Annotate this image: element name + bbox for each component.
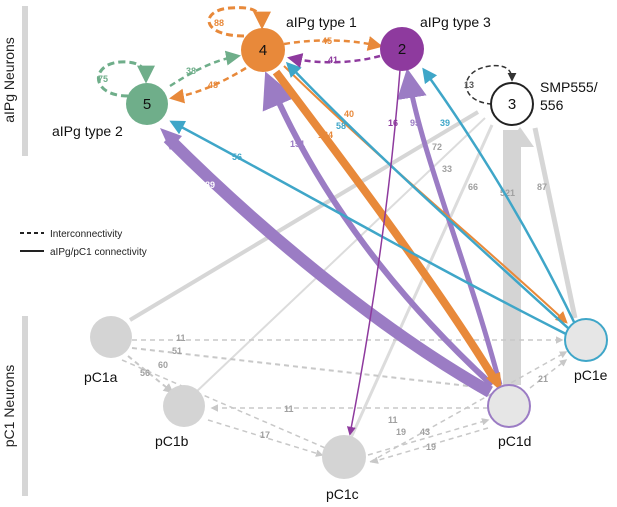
edge-pc1b-smp	[194, 117, 486, 394]
edge-pc1c-pc1e	[369, 351, 568, 463]
edge-label-d19b: 19	[426, 442, 436, 452]
edge-label-self-smp: 13	[464, 80, 474, 90]
edge-pc1a-pc1c	[121, 359, 332, 452]
edge-label-d43: 43	[420, 427, 430, 437]
self-loop-apg2	[96, 60, 155, 98]
edge-label-d11b: 11	[284, 404, 294, 414]
edge-label-self-apg1: 88	[214, 18, 224, 28]
edge-label-d11c: 11	[388, 415, 398, 425]
node-apg3-label: aIPg type 3	[420, 14, 491, 30]
pc1-group-label: pC1 Neurons	[1, 365, 17, 448]
self-loop-smp	[465, 64, 517, 105]
edge-pc1a-smp	[128, 110, 480, 322]
edge-label-pc1e-apg3: 39	[440, 118, 450, 128]
edge-apg2-apg1	[169, 50, 241, 88]
edge-label-pc1d-apg3: 95	[410, 118, 420, 128]
edge-apg1-apg2	[169, 66, 247, 104]
node-apg1-num: 4	[259, 42, 267, 59]
edge-pc1d-apg3	[396, 68, 503, 386]
edge-label-apg3-pc1c: 16	[388, 118, 398, 128]
edge-label-pc1e-apg2: 56	[232, 152, 242, 162]
edge-label-d56: 56	[140, 368, 150, 378]
edge-pc1d-apg2	[163, 133, 493, 398]
edge-pc1b-pc1c	[207, 419, 324, 457]
node-pc1b	[163, 385, 205, 427]
edge-apg1-apg3	[283, 36, 383, 51]
edge-pc1d-apg1	[262, 71, 495, 388]
pc1-group-bar	[22, 316, 28, 496]
legend-conn-label: aIPg/pC1 connectivity	[50, 247, 147, 258]
node-pc1e	[564, 318, 608, 362]
edge-label-apg1-apg2: 48	[208, 80, 218, 90]
edge-label-apg1-apg3: 45	[322, 36, 332, 46]
edge-pc1e-apg3	[422, 67, 576, 323]
edge-label-g521: 521	[500, 188, 515, 198]
node-apg3-num: 2	[398, 41, 406, 58]
edge-pc1a-pc1b	[127, 355, 174, 394]
edge-label-g33: 33	[442, 164, 452, 174]
edge-pc1d-apg2-head	[160, 128, 182, 150]
edge-label-g72: 72	[432, 142, 442, 152]
node-pc1d	[487, 384, 531, 428]
node-smp-label-line2: 556	[540, 97, 564, 113]
node-smp-label-line1: SMP555/	[540, 79, 598, 95]
edge-apg3-pc1c	[346, 69, 401, 436]
edge-pc1c-smp	[348, 124, 494, 441]
edge-label-d19a: 19	[396, 427, 406, 437]
edge-label-pc1e-apg1: 58	[336, 121, 346, 131]
edge-label-self-apg2: 75	[98, 74, 108, 84]
edge-label-pc1d-apg2: 289	[200, 180, 215, 190]
edge-apg1-pc1e	[283, 65, 568, 324]
node-pc1e-label: pC1e	[574, 367, 608, 383]
node-pc1c-label: pC1c	[326, 486, 359, 502]
apg-group-bar	[22, 6, 28, 156]
node-apg2-num: 5	[143, 96, 151, 113]
edge-pc1e-apg2	[169, 120, 567, 336]
apg-group-label: aIPg Neurons	[1, 37, 17, 123]
edge-pc1d-smp-head	[506, 127, 534, 147]
legend-inter-label: Interconnectivity	[50, 229, 122, 240]
node-pc1d-label: pC1d	[498, 433, 531, 449]
node-apg2-label: aIPg type 2	[52, 123, 123, 139]
node-apg3	[380, 27, 424, 71]
edge-label-d51: 51	[172, 346, 182, 356]
edge-label-apg1-pc1e: 40	[344, 109, 354, 119]
node-apg1	[241, 28, 285, 72]
edge-label-apg2-apg1: 38	[186, 66, 196, 76]
edge-label-d21: 21	[538, 374, 548, 384]
node-pc1a	[90, 316, 132, 358]
edge-label-apg3-apg1: 41	[328, 55, 338, 65]
node-smp	[490, 82, 534, 126]
edge-pc1c-pc1d	[367, 418, 490, 456]
edge-pc1d-pc1e	[529, 359, 568, 389]
edge-pc1d-pc1c	[370, 427, 489, 464]
node-pc1c	[322, 435, 366, 479]
edge-pc1e-smp	[532, 127, 578, 319]
edge-label-g66: 66	[468, 182, 478, 192]
edge-label-pc1d-apg1: 151	[290, 139, 305, 149]
edge-apg3-apg1	[287, 53, 381, 68]
edge-label-d60: 60	[158, 360, 168, 370]
edge-apg1-pc1d	[272, 69, 500, 385]
edge-pc1e-apg1	[285, 61, 569, 329]
self-loop-apg1	[207, 6, 271, 38]
edge-label-g87: 87	[537, 182, 547, 192]
edge-label-d17: 17	[260, 430, 270, 440]
node-apg2	[126, 83, 168, 125]
edge-label-apg1-pc1d: 134	[318, 130, 333, 140]
node-apg1-label: aIPg type 1	[286, 14, 357, 30]
edge-label-d11a: 11	[176, 333, 186, 343]
node-smp-num: 3	[508, 96, 516, 113]
node-pc1b-label: pC1b	[155, 433, 189, 449]
node-pc1a-label: pC1a	[84, 369, 118, 385]
